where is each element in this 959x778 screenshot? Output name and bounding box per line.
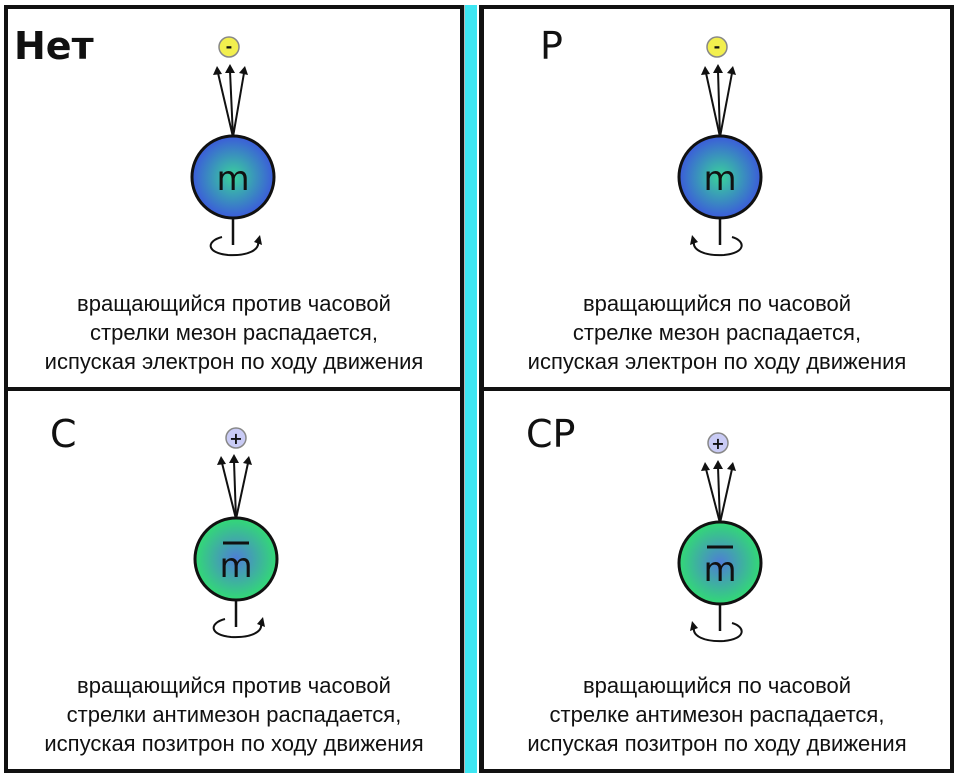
positron-icon: +: [225, 427, 247, 449]
panel-label: CP: [526, 412, 576, 456]
caption-line: стрелке антимезон распадается,: [549, 702, 885, 727]
rotation-arrow-icon: [690, 219, 743, 257]
antimeson-figure: + m: [677, 432, 763, 643]
panel-c: C + m: [4, 387, 464, 773]
charge-sign: -: [226, 37, 233, 56]
positron-icon: +: [707, 432, 729, 454]
rotation-arrow-icon: [209, 219, 262, 257]
antimeson-particle: m: [677, 520, 763, 606]
particle-symbol: m: [219, 546, 252, 586]
antimeson-figure: + m: [193, 427, 279, 639]
caption: вращающийся по часовой стрелке мезон рас…: [484, 289, 950, 376]
caption-line: вращающийся по часовой: [582, 291, 852, 316]
panel-p: P - m: [480, 5, 954, 391]
charge-sign: +: [711, 434, 724, 453]
caption: вращающийся против часовой стрелки мезон…: [8, 289, 460, 376]
meson-figure: - m: [190, 36, 276, 257]
antimeson-particle: m: [193, 516, 279, 602]
caption-line: вращающийся против часовой: [77, 673, 391, 698]
mirror-divider: [462, 5, 482, 773]
meson-particle: m: [677, 134, 763, 220]
caption-line: испуская позитрон по ходу движения: [527, 731, 907, 756]
electron-icon: -: [218, 36, 240, 58]
caption-line: испуская позитрон по ходу движения: [44, 731, 424, 756]
panel-label: P: [540, 24, 563, 68]
panel-none: Нет - m: [4, 5, 464, 391]
emission-arrows-icon: [217, 454, 252, 520]
emission-arrows-icon: [701, 64, 736, 138]
rotation-arrow-icon: [212, 601, 265, 639]
meson-figure: - m: [677, 36, 763, 257]
caption-line: стрелки антимезон распадается,: [66, 702, 402, 727]
caption: вращающийся против часовой стрелки антим…: [8, 671, 460, 758]
charge-sign: -: [714, 37, 721, 56]
emission-arrows-icon: [701, 460, 736, 524]
particle-symbol: m: [703, 159, 736, 199]
caption-line: вращающийся по часовой: [582, 673, 852, 698]
caption: вращающийся по часовой стрелке антимезон…: [484, 671, 950, 758]
rotation-arrow-icon: [690, 605, 743, 643]
caption-line: стрелке мезон распадается,: [572, 320, 862, 345]
particle-symbol: m: [703, 550, 736, 590]
caption-line: стрелки мезон распадается,: [90, 320, 378, 345]
meson-particle: m: [190, 134, 276, 220]
panel-cp: CP + m: [480, 387, 954, 773]
panel-label: Нет: [14, 24, 94, 68]
electron-icon: -: [706, 36, 728, 58]
caption-line: испуская электрон по ходу движения: [44, 349, 424, 374]
emission-arrows-icon: [213, 64, 248, 138]
caption-line: вращающийся против часовой: [77, 291, 391, 316]
charge-sign: +: [229, 429, 242, 448]
panel-label: C: [50, 412, 77, 456]
caption-line: испуская электрон по ходу движения: [527, 349, 907, 374]
particle-symbol: m: [216, 159, 249, 199]
